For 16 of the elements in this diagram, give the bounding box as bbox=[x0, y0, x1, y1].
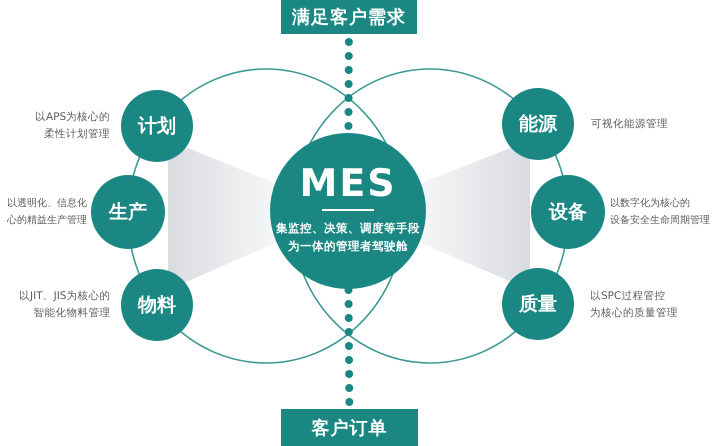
topic-circle: 物料 bbox=[121, 269, 193, 341]
label-banner: 满足客户需求 bbox=[281, 0, 417, 34]
description-text: 可视化能源管理 bbox=[591, 117, 668, 132]
hub-description: 集监控、决策、调度等手段为一体的管理者驾驶舱 bbox=[276, 220, 420, 255]
topic-circle: 设备 bbox=[531, 175, 605, 249]
topic-circle: 计划 bbox=[121, 90, 193, 162]
hub-title: MES bbox=[300, 163, 397, 203]
label-banner: 客户订单 bbox=[281, 409, 418, 446]
description-text: 以数字化为核心的设备安全生命周期管理 bbox=[610, 196, 710, 228]
description-text: 以APS为核心的柔性计划管理 bbox=[35, 110, 110, 142]
description-text: 以SPC过程管控为核心的质量管理 bbox=[590, 289, 678, 321]
description-text: 以JIT、JIS为核心的智能化物料管理 bbox=[19, 289, 110, 321]
topic-circle: 生产 bbox=[91, 175, 165, 249]
topic-circle: 质量 bbox=[502, 268, 574, 340]
topic-circle: 能源 bbox=[502, 88, 574, 160]
description-text: 以透明化、信息化心的精益生产管理 bbox=[7, 196, 87, 228]
